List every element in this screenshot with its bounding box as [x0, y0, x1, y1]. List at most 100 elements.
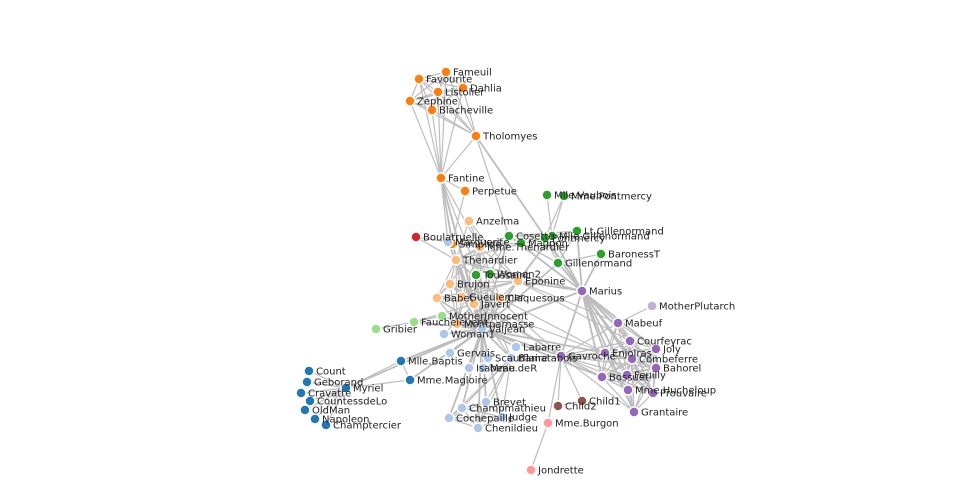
node-bossuet[interactable]	[596, 371, 608, 383]
node-magnon[interactable]	[515, 237, 527, 249]
node-feuilly[interactable]	[621, 369, 633, 381]
node-fauchelevent[interactable]	[408, 316, 420, 328]
node-fantine[interactable]	[435, 172, 447, 184]
edge-enjolras-valjean	[481, 328, 606, 354]
node-scaufflaire[interactable]	[482, 352, 494, 364]
node-lt-gillenormand[interactable]	[571, 225, 583, 237]
node-baronesst[interactable]	[595, 248, 607, 260]
node-dahlia[interactable]	[457, 82, 469, 94]
node-jondrette[interactable]	[525, 464, 537, 476]
node-brevet[interactable]	[480, 396, 492, 408]
node-oldman[interactable]	[299, 404, 311, 416]
node-bahorel[interactable]	[650, 362, 662, 374]
node-mme-der[interactable]	[477, 362, 489, 374]
node-label-bossuet: Bossuet	[609, 373, 649, 384]
node-toussaint[interactable]	[470, 269, 482, 281]
node-bamatabois[interactable]	[505, 352, 517, 364]
node-mme-thenardier[interactable]	[474, 241, 486, 253]
node-child2[interactable]	[552, 400, 564, 412]
node-babet[interactable]	[431, 292, 443, 304]
node-perpetue[interactable]	[459, 185, 471, 197]
node-prouvaire[interactable]	[647, 387, 659, 399]
node-favourite[interactable]	[413, 73, 425, 85]
node-mlle-baptistine[interactable]	[395, 355, 407, 367]
node-label-eponine: Eponine	[525, 277, 565, 288]
node-label-montparnasse: Montparnasse	[464, 320, 534, 331]
node-myriel[interactable]	[340, 382, 352, 394]
node-eponine[interactable]	[512, 275, 524, 287]
edge-mme-magloire-myriel	[345, 379, 411, 389]
edge-gribier-fauchelevent	[375, 321, 415, 330]
node-zephine[interactable]	[404, 95, 416, 107]
node-child1[interactable]	[576, 395, 588, 407]
node-thenardier[interactable]	[450, 254, 462, 266]
node-anzelma[interactable]	[463, 215, 475, 227]
node-labarre[interactable]	[510, 341, 522, 353]
node-marguerite[interactable]	[442, 236, 454, 248]
edge-babet-javert	[436, 297, 475, 305]
node-count[interactable]	[303, 365, 315, 377]
node-label-child1: Child1	[589, 397, 621, 408]
edge-brevet-cochepaille	[448, 401, 487, 419]
node-cochepaille[interactable]	[443, 412, 455, 424]
node-mme-burgon[interactable]	[542, 417, 554, 429]
edge-thenardier-boulatruelle	[415, 236, 457, 261]
node-champmathieu[interactable]	[456, 402, 468, 414]
edge-valjean-judge	[481, 328, 503, 418]
node-napoleon[interactable]	[309, 413, 321, 425]
edge-gavroche-child2	[557, 355, 562, 407]
node-label-thenardier: Thenardier	[462, 256, 518, 267]
node-label-magnon: Magnon	[528, 239, 568, 250]
node-woman2[interactable]	[484, 268, 496, 280]
node-enjolras[interactable]	[599, 347, 611, 359]
node-champtercier[interactable]	[320, 419, 332, 431]
node-label-jondrette: Jondrette	[537, 466, 584, 477]
node-cravatte[interactable]	[295, 387, 307, 399]
node-joly[interactable]	[650, 343, 662, 355]
node-label-napoleon: Napoleon	[322, 415, 369, 426]
node-blacheville[interactable]	[426, 104, 438, 116]
edge-gillenormand-valjean	[481, 262, 559, 330]
node-motherinnocent[interactable]	[436, 310, 448, 322]
edge-javert-enjolras	[473, 303, 606, 354]
node-gavroche[interactable]	[555, 350, 567, 362]
node-tholomyes[interactable]	[470, 130, 482, 142]
node-combeferre[interactable]	[626, 353, 638, 365]
node-mabeuf[interactable]	[612, 317, 624, 329]
node-motherplutarch[interactable]	[646, 300, 658, 312]
node-geborand[interactable]	[301, 376, 313, 388]
edge-cosette-valjean	[481, 235, 510, 330]
node-montparnasse[interactable]	[451, 318, 463, 330]
node-gueulemer[interactable]	[456, 291, 468, 303]
node-gribier[interactable]	[370, 323, 382, 335]
node-mme-hucheloup[interactable]	[622, 384, 634, 396]
node-countessdelo[interactable]	[304, 395, 316, 407]
edge-myriel-geborand	[306, 381, 347, 389]
node-grantaire[interactable]	[628, 406, 640, 418]
node-mlle-vaubois[interactable]	[541, 189, 553, 201]
node-judge[interactable]	[496, 411, 508, 423]
node-marius[interactable]	[576, 285, 588, 297]
node-javert[interactable]	[468, 298, 480, 310]
node-pontmercy[interactable]	[539, 232, 551, 244]
node-woman1[interactable]	[438, 328, 450, 340]
node-gillenormand[interactable]	[552, 257, 564, 269]
node-boulatruelle[interactable]	[410, 231, 422, 243]
node-fameuil[interactable]	[440, 66, 452, 78]
edge-fameuil-tholomyes	[445, 71, 477, 137]
node-valjean[interactable]	[476, 323, 488, 335]
node-isabeau[interactable]	[463, 362, 475, 374]
node-cosette[interactable]	[503, 230, 515, 242]
node-courfeyrac[interactable]	[624, 335, 636, 347]
node-claquesous[interactable]	[494, 292, 506, 304]
node-chenildieu[interactable]	[472, 422, 484, 434]
node-listolier[interactable]	[432, 86, 444, 98]
node-brujon[interactable]	[444, 278, 456, 290]
node-label-boulatruelle: Boulatruelle	[423, 233, 483, 244]
node-label-tholomyes: Tholomyes	[482, 132, 537, 143]
node-mme-magloire[interactable]	[404, 374, 416, 386]
edge-cosette-woman2	[489, 235, 510, 275]
node-gervais[interactable]	[444, 347, 456, 359]
node-mme-pontmercy[interactable]	[558, 190, 570, 202]
